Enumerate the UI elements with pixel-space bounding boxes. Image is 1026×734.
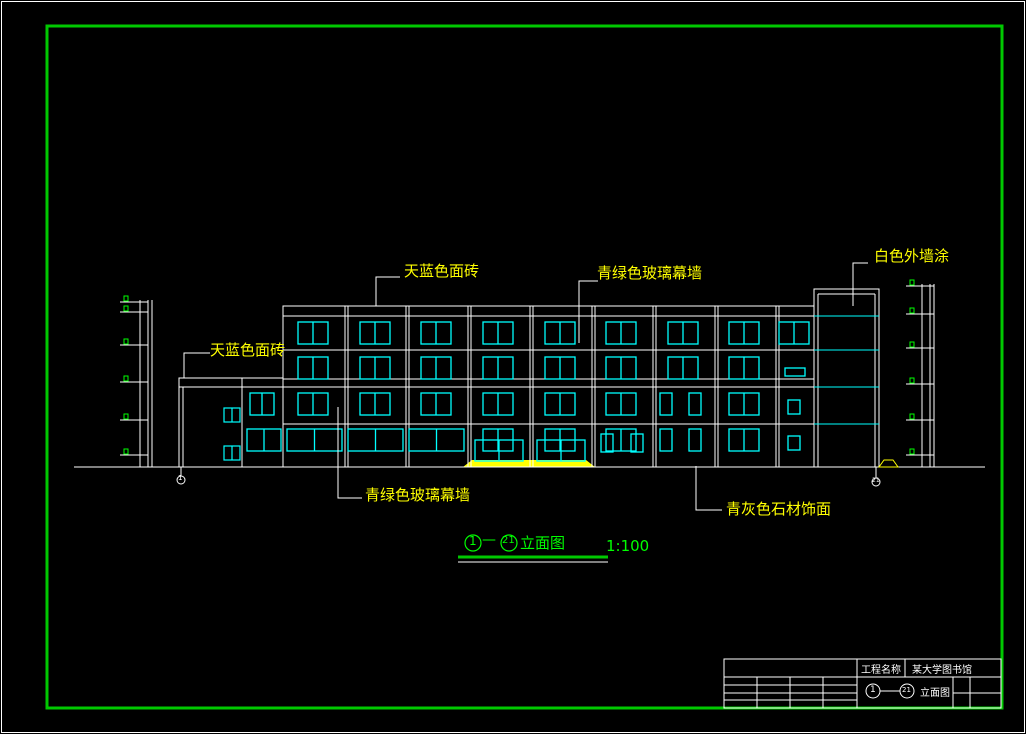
window (667, 321, 699, 345)
level-ticks-right (906, 279, 934, 456)
narrow-window (659, 428, 673, 452)
small-window (787, 399, 801, 415)
label-stone-facing: 青灰色石材饰面 (726, 500, 832, 518)
storefront (474, 439, 524, 462)
small-window (787, 435, 801, 451)
title-dash: — (482, 532, 496, 548)
storefront (246, 428, 282, 452)
axis-mark-right: 21 (872, 477, 880, 484)
window (544, 356, 576, 380)
window (249, 392, 275, 416)
axis-mark-left: 1 (178, 474, 183, 482)
window (605, 321, 637, 345)
small-window (600, 433, 614, 453)
level-symbol (909, 279, 915, 286)
storefront (536, 439, 586, 462)
window (728, 392, 760, 416)
title-block-axis-start: 1 (870, 685, 876, 695)
drawing-frame (45, 24, 1004, 710)
title-axis-start: 1 (469, 534, 477, 548)
level-symbol (123, 295, 129, 302)
window (544, 392, 576, 416)
level-symbol (909, 413, 915, 420)
title-axis-bubble-start (464, 534, 482, 552)
level-symbol (909, 307, 915, 314)
window (667, 356, 699, 380)
window (728, 428, 760, 452)
window (420, 321, 452, 345)
window (297, 321, 329, 345)
narrow-window (688, 428, 702, 452)
window (728, 321, 760, 345)
window (605, 356, 637, 380)
window (482, 321, 514, 345)
level-markers-left (139, 300, 153, 467)
storefront (408, 428, 465, 452)
label-white-paint: 白色外墙涂 (874, 247, 950, 265)
title-block-project-label: 工程名称 (861, 665, 901, 676)
window (420, 392, 452, 416)
stair-tower (813, 288, 880, 468)
title-axis-bubble-end (500, 534, 518, 552)
level-symbol (123, 375, 129, 382)
level-ticks-left (120, 295, 148, 456)
entrance-steps (463, 460, 595, 467)
axis-bubble-right (871, 477, 881, 487)
window (359, 321, 391, 345)
narrow-window (688, 392, 702, 416)
level-symbol (123, 338, 129, 345)
vent-window (784, 367, 806, 377)
window (297, 392, 329, 416)
title-block (723, 658, 1002, 709)
axis-bubble-left (176, 475, 186, 485)
label-sky-blue-tile-top: 天蓝色面砖 (404, 262, 480, 280)
window (728, 356, 760, 380)
drawing-title: 立面图 (520, 534, 566, 552)
window (605, 428, 637, 452)
level-symbol (123, 413, 129, 420)
level-symbol (909, 341, 915, 348)
window (605, 392, 637, 416)
storefront (347, 428, 404, 452)
level-markers-right (921, 284, 935, 467)
label-glass-curtain-top: 青绿色玻璃幕墙 (597, 264, 703, 282)
narrow-window (659, 392, 673, 416)
level-symbol (909, 377, 915, 384)
title-block-sheet-name: 立面图 (920, 688, 950, 699)
window (778, 321, 810, 345)
window (482, 392, 514, 416)
window (297, 356, 329, 380)
label-glass-curtain-bottom: 青绿色玻璃幕墙 (365, 486, 471, 504)
storefront (286, 428, 343, 452)
window (544, 321, 576, 345)
title-block-axis-end: 21 (902, 686, 911, 694)
window (482, 356, 514, 380)
leader-lines (183, 262, 868, 511)
window (359, 356, 391, 380)
right-step (878, 459, 899, 468)
window (420, 356, 452, 380)
small-window (630, 433, 644, 453)
window (359, 392, 391, 416)
level-symbol (123, 305, 129, 312)
level-symbol (909, 448, 915, 455)
label-sky-blue-tile-left: 天蓝色面砖 (210, 341, 286, 359)
main-building-outline (282, 305, 815, 468)
building-pilasters (282, 306, 815, 467)
level-symbol (123, 448, 129, 455)
title-block-project-name: 某大学图书馆 (912, 665, 972, 676)
title-axis-end: 21 (502, 535, 515, 546)
drawing-scale: 1:100 (606, 537, 650, 555)
left-annex-glass (223, 407, 241, 461)
stair-tower-levels (814, 315, 879, 425)
window-grid (246, 321, 810, 462)
